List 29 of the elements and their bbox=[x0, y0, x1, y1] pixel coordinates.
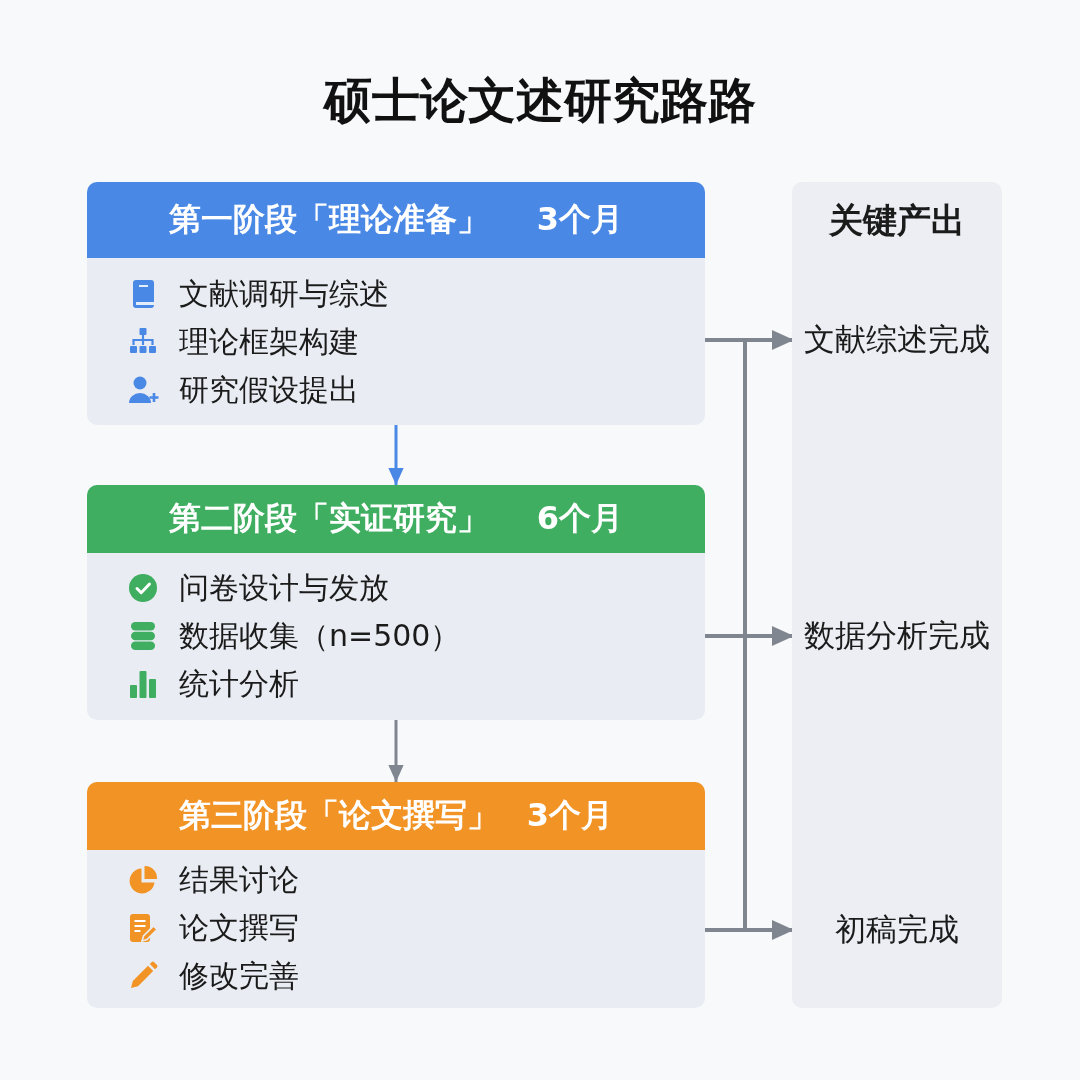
output-label: 数据分析完成 bbox=[794, 612, 1000, 660]
stage-card bbox=[87, 485, 705, 720]
stage-title: 第一阶段「理论准备」 bbox=[168, 199, 489, 240]
stage-duration: 3个月 bbox=[536, 199, 624, 240]
arrow bbox=[705, 626, 794, 646]
arrow bbox=[705, 920, 794, 940]
diagram-title: 硕士论文述研究路路 bbox=[321, 71, 757, 130]
arrow bbox=[705, 330, 794, 350]
stage-title: 第二阶段「实证研究」 bbox=[168, 498, 489, 539]
task-text: 数据收集（n=500） bbox=[179, 616, 461, 655]
task-text: 研究假设提出 bbox=[179, 370, 359, 409]
task-text: 统计分析 bbox=[179, 664, 299, 703]
task-text: 修改完善 bbox=[179, 956, 299, 995]
task-text: 问卷设计与发放 bbox=[179, 568, 389, 607]
task-text: 论文撰写 bbox=[179, 908, 299, 947]
stage-title: 第三阶段「论文撰写」 bbox=[178, 795, 499, 836]
stage-card bbox=[87, 182, 705, 425]
stage-duration: 6个月 bbox=[536, 498, 624, 539]
arrow bbox=[388, 720, 404, 782]
task-text: 文献调研与综述 bbox=[179, 274, 389, 313]
arrow bbox=[388, 425, 404, 485]
task-text: 结果讨论 bbox=[179, 860, 299, 899]
stage-card bbox=[87, 782, 705, 1008]
output-label: 初稿完成 bbox=[794, 906, 1000, 954]
output-panel bbox=[792, 182, 1002, 1008]
output-label: 文献综述完成 bbox=[794, 316, 1000, 364]
stage-duration: 3个月 bbox=[526, 795, 614, 836]
panel-heading: 关键产出 bbox=[828, 199, 966, 242]
task-text: 理论框架构建 bbox=[179, 322, 359, 361]
